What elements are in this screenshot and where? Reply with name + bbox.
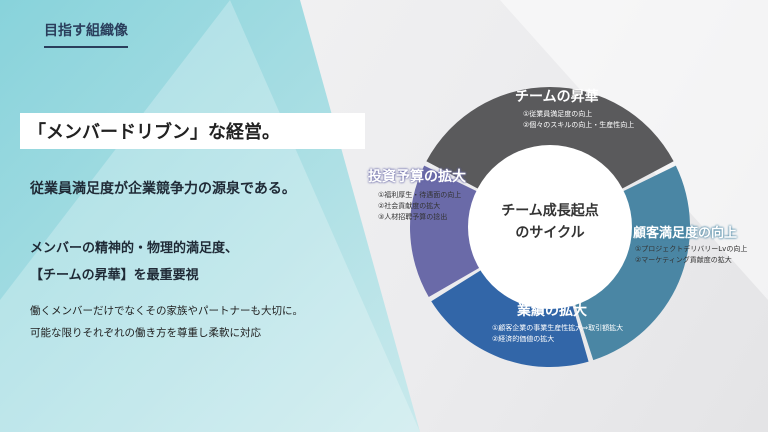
ring-segment-team [426, 86, 674, 191]
segment-item: ①プロジェクトデリバリーLvの向上 [635, 245, 748, 253]
lead-text: 従業員満足度が企業競争力の源泉である。 [30, 181, 296, 197]
ring-segment-investment [410, 165, 483, 297]
segment-title: 業績の拡大 [517, 303, 587, 319]
ring-segment-customer [574, 165, 690, 361]
segment-item: ②経済的価値の拡大 [492, 335, 555, 343]
segment-team: チームの昇華 ①従業員満足度の向上 ②個々のスキルの向上・生産性向上 [515, 86, 634, 131]
segment-title: チームの昇華 [515, 89, 599, 105]
section-title: 目指す組織像 [44, 20, 128, 48]
segment-item: ②個々のスキルの向上・生産性向上 [523, 121, 635, 129]
focus-line: 【チームの昇華】を最重要視 [30, 268, 199, 283]
segment-title: 投資予算の拡大 [368, 169, 466, 185]
segment-customer: 顧客満足度の向上 ①プロジェクトデリバリーLvの向上 ②マーケティング貢献度の拡大 [633, 222, 747, 266]
segment-title: 顧客満足度の向上 [633, 226, 738, 241]
cycle-ring [410, 86, 690, 367]
center-line: のサイクル [515, 225, 585, 241]
note-line: 可能な限りそれぞれの働き方を尊重し柔軟に対応 [30, 327, 261, 339]
segment-item: ①福利厚生・待遇面の向上 [378, 191, 462, 199]
center-line: チーム成長起点 [501, 203, 599, 219]
segment-item: ①従業員満足度の向上 [523, 110, 593, 118]
focus-line: メンバーの精神的・物理的満足度、 [30, 241, 239, 256]
ring-segment-performance [431, 268, 589, 367]
segment-item: ②マーケティング貢献度の拡大 [635, 256, 732, 264]
segment-investment: 投資予算の拡大 ①福利厚生・待遇面の向上 ②社会貢献度の拡大 ③人材招聘予算の捻出 [368, 166, 466, 223]
focus-text: メンバーの精神的・物理的満足度、【チームの昇華】を最重要視 [30, 235, 238, 289]
ring-center-circle [468, 145, 632, 309]
segment-performance: 業績の拡大 ①顧客企業の事業生産性拡大⇒取引額拡大 ②経済的価値の拡大 [492, 300, 623, 345]
segment-item: ③人材招聘予算の捻出 [378, 213, 448, 221]
segment-item: ②社会貢献度の拡大 [378, 202, 441, 210]
cycle-center-label: チーム成長起点のサイクル [490, 200, 610, 244]
note-line: 働くメンバーだけでなくその家族やパートナーも大切に。 [30, 305, 303, 317]
segment-item: ①顧客企業の事業生産性拡大⇒取引額拡大 [492, 324, 624, 332]
headline: 「メンバードリブン」な経営。 [20, 113, 365, 149]
notes-text: 働くメンバーだけでなくその家族やパートナーも大切に。可能な限りそれぞれの働き方を… [30, 300, 303, 344]
